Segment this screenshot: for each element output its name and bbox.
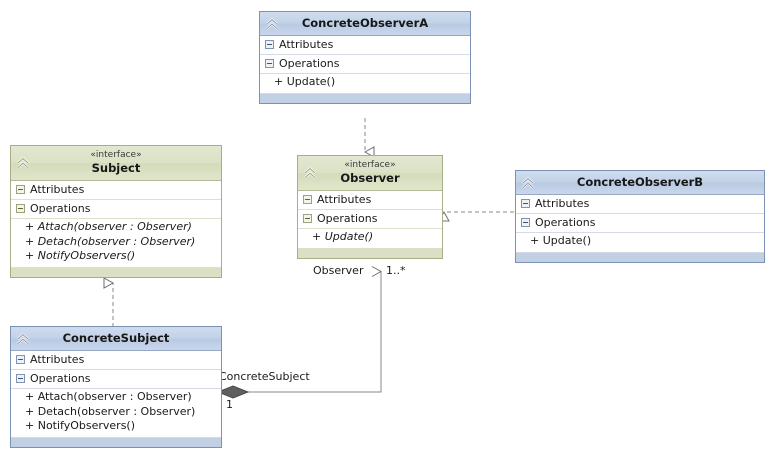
compartment-operations-concrete-observer-a[interactable]: Operations bbox=[260, 55, 470, 74]
collapse-toggle-icon[interactable] bbox=[16, 374, 25, 383]
compartment-attributes-subject[interactable]: Attributes bbox=[11, 181, 221, 200]
operations-label: Operations bbox=[535, 216, 596, 229]
operations-list-concrete-observer-a: + Update() bbox=[260, 74, 470, 94]
class-footer-observer bbox=[298, 248, 442, 258]
operations-list-concrete-subject: + Attach(observer : Observer) + Detach(o… bbox=[11, 389, 221, 438]
compartment-attributes-concrete-observer-a[interactable]: Attributes bbox=[260, 36, 470, 55]
class-box-concrete-observer-b[interactable]: ConcreteObserverB Attributes Operations … bbox=[515, 170, 765, 263]
operation-item: + Detach(observer : Observer) bbox=[25, 404, 196, 418]
operations-label: Operations bbox=[30, 202, 91, 215]
attributes-label: Attributes bbox=[30, 353, 85, 366]
class-name-observer: Observer bbox=[340, 171, 400, 185]
class-name-concrete-observer-a: ConcreteObserverA bbox=[301, 16, 429, 30]
class-stereotype-subject: «interface» bbox=[90, 150, 142, 160]
chevron-double-up-icon[interactable] bbox=[16, 332, 30, 346]
compartment-operations-concrete-observer-b[interactable]: Operations bbox=[516, 214, 764, 233]
chevron-double-up-icon[interactable] bbox=[303, 166, 317, 180]
attributes-label: Attributes bbox=[535, 197, 590, 210]
collapse-toggle-icon[interactable] bbox=[16, 355, 25, 364]
operations-label: Operations bbox=[30, 372, 91, 385]
class-name-concrete-observer-b: ConcreteObserverB bbox=[576, 175, 704, 189]
chevron-double-up-icon[interactable] bbox=[521, 176, 535, 190]
collapse-toggle-icon[interactable] bbox=[521, 218, 530, 227]
collapse-toggle-icon[interactable] bbox=[303, 195, 312, 204]
compartment-operations-observer[interactable]: Operations bbox=[298, 210, 442, 229]
class-box-concrete-observer-a[interactable]: ConcreteObserverA Attributes Operations … bbox=[259, 11, 471, 104]
class-header-concrete-observer-a[interactable]: ConcreteObserverA bbox=[260, 12, 470, 36]
operation-item: + Attach(observer : Observer) bbox=[25, 220, 192, 233]
operations-label: Operations bbox=[317, 212, 378, 225]
compartment-operations-concrete-subject[interactable]: Operations bbox=[11, 370, 221, 389]
operations-list-concrete-observer-b: + Update() bbox=[516, 233, 764, 253]
operation-item: + Update() bbox=[274, 75, 336, 88]
operation-item: + Update() bbox=[312, 230, 374, 243]
attributes-label: Attributes bbox=[317, 193, 372, 206]
class-footer-concrete-observer-b bbox=[516, 252, 764, 262]
edge-label-concrete-subject-role: ConcreteSubject bbox=[219, 370, 310, 383]
operation-item: + Detach(observer : Observer) bbox=[25, 234, 196, 248]
operation-item: + NotifyObservers() bbox=[25, 419, 136, 432]
edge-label-observer-role: Observer bbox=[313, 264, 364, 277]
operation-item: + Attach(observer : Observer) bbox=[25, 390, 192, 403]
compartment-attributes-concrete-observer-b[interactable]: Attributes bbox=[516, 195, 764, 214]
attributes-label: Attributes bbox=[30, 183, 85, 196]
class-header-concrete-subject[interactable]: ConcreteSubject bbox=[11, 327, 221, 351]
chevron-double-up-icon[interactable] bbox=[265, 17, 279, 31]
chevron-double-up-icon[interactable] bbox=[16, 156, 30, 170]
class-box-concrete-subject[interactable]: ConcreteSubject Attributes Operations + … bbox=[10, 326, 222, 448]
collapse-toggle-icon[interactable] bbox=[521, 199, 530, 208]
aggregation-diamond bbox=[216, 385, 250, 399]
class-header-concrete-observer-b[interactable]: ConcreteObserverB bbox=[516, 171, 764, 195]
edge-label-concrete-subject-multiplicity: 1 bbox=[226, 398, 233, 411]
collapse-toggle-icon[interactable] bbox=[265, 40, 274, 49]
compartment-attributes-concrete-subject[interactable]: Attributes bbox=[11, 351, 221, 370]
operation-item: + NotifyObservers() bbox=[25, 249, 136, 262]
operations-list-observer: + Update() bbox=[298, 229, 442, 249]
edge-label-observer-multiplicity: 1..* bbox=[386, 264, 406, 277]
class-name-subject: Subject bbox=[91, 161, 141, 175]
class-box-observer[interactable]: «interface» Observer Attributes Operatio… bbox=[297, 155, 443, 259]
collapse-toggle-icon[interactable] bbox=[303, 214, 312, 223]
class-footer-subject bbox=[11, 267, 221, 277]
collapse-toggle-icon[interactable] bbox=[265, 59, 274, 68]
class-header-subject[interactable]: «interface» Subject bbox=[11, 146, 221, 181]
class-box-subject[interactable]: «interface» Subject Attributes Operation… bbox=[10, 145, 222, 278]
class-footer-concrete-observer-a bbox=[260, 93, 470, 103]
collapse-toggle-icon[interactable] bbox=[16, 204, 25, 213]
compartment-attributes-observer[interactable]: Attributes bbox=[298, 191, 442, 210]
class-footer-concrete-subject bbox=[11, 437, 221, 447]
class-header-observer[interactable]: «interface» Observer bbox=[298, 156, 442, 191]
operations-label: Operations bbox=[279, 57, 340, 70]
operation-item: + Update() bbox=[530, 234, 592, 247]
operations-list-subject: + Attach(observer : Observer) + Detach(o… bbox=[11, 219, 221, 268]
collapse-toggle-icon[interactable] bbox=[16, 185, 25, 194]
class-name-concrete-subject: ConcreteSubject bbox=[62, 331, 170, 345]
class-stereotype-observer: «interface» bbox=[344, 160, 396, 170]
compartment-operations-subject[interactable]: Operations bbox=[11, 200, 221, 219]
attributes-label: Attributes bbox=[279, 38, 334, 51]
